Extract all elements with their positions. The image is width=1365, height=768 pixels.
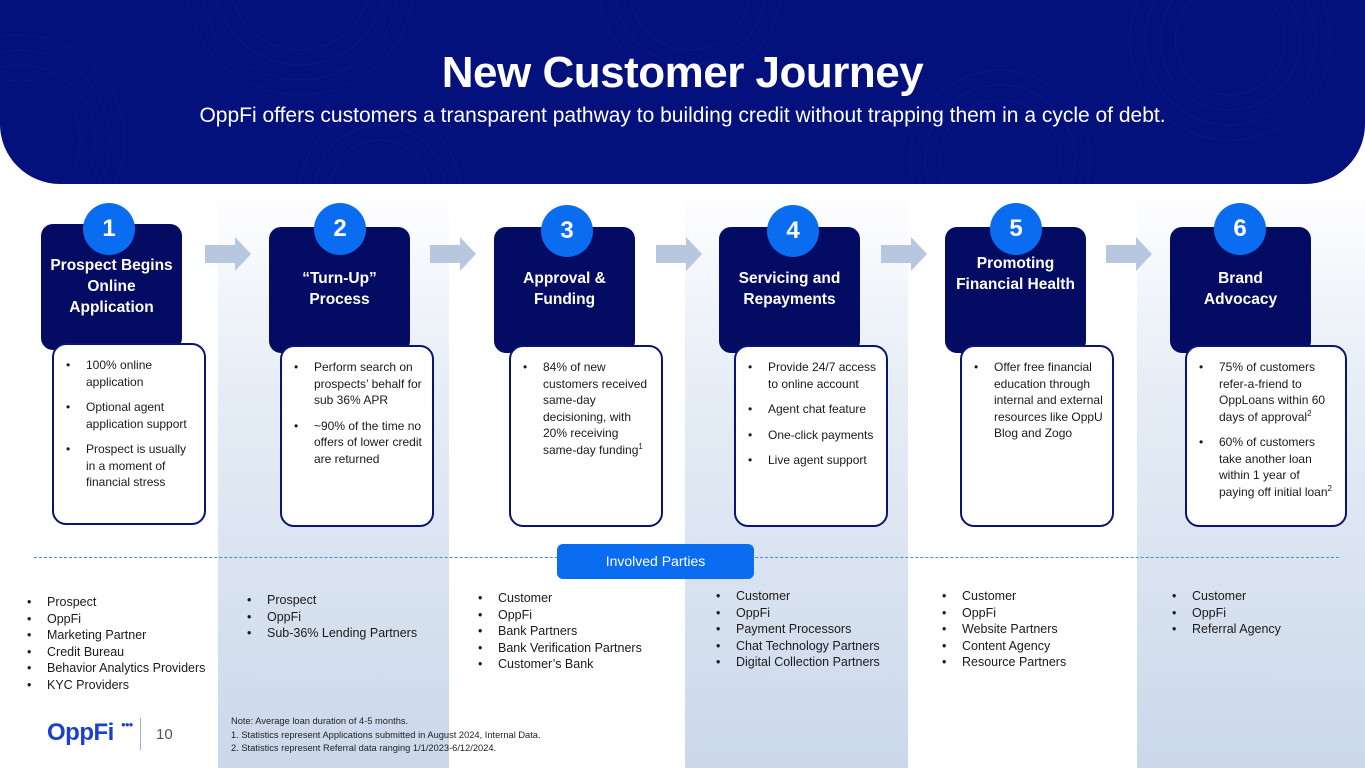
party-item: OppFi: [1172, 605, 1281, 622]
header-pattern: [0, 0, 1331, 184]
footnote-line: 2. Statistics represent Referral data ra…: [231, 743, 497, 754]
party-item: OppFi: [716, 605, 880, 622]
step-detail-3: 84% of new customers received same-day d…: [509, 345, 663, 527]
detail-bullet: Prospect is usually in a moment of finan…: [62, 441, 196, 491]
arrow-right-icon: [205, 237, 251, 271]
party-item: Customer: [478, 590, 642, 607]
party-item: Customer’s Bank: [478, 656, 642, 673]
step-title-line: Funding: [533, 291, 596, 308]
arrow-right-icon: [1106, 237, 1152, 271]
step-number-badge-2: 2: [314, 203, 366, 255]
oppfi-logo: OppFi: [47, 719, 114, 746]
party-item: Marketing Partner: [27, 627, 205, 644]
step-detail-1: 100% online application Optional agent a…: [52, 343, 206, 525]
arrow-right-icon: [656, 237, 702, 271]
arrow-right-icon: [881, 237, 927, 271]
step-title-line: Repayments: [743, 291, 836, 308]
party-item: Prospect: [27, 594, 205, 611]
step-title-line: Financial Health: [956, 276, 1075, 293]
detail-bullet: 100% online application: [62, 357, 196, 390]
detail-bullet: 60% of customers take another loan withi…: [1195, 434, 1337, 500]
detail-bullet: Provide 24/7 access to online account: [744, 359, 878, 392]
step-title-line: Servicing and: [738, 270, 841, 287]
page-subtitle: OppFi offers customers a transparent pat…: [199, 104, 1166, 127]
arrow-right-icon: [430, 237, 476, 271]
logo-dots-icon: ●●●: [121, 720, 133, 729]
step-number-badge-4: 4: [767, 205, 819, 257]
party-item: Resource Partners: [942, 654, 1066, 671]
page-title: New Customer Journey: [441, 48, 924, 97]
detail-bullet: 75% of customers refer-a-friend to OppLo…: [1195, 359, 1337, 425]
party-item: Bank Partners: [478, 623, 642, 640]
party-item: Customer: [942, 588, 1066, 605]
step-title-line: Approval &: [523, 270, 606, 287]
step-title-line: Online: [87, 277, 136, 295]
footnote-mark: 2: [1327, 483, 1332, 493]
step-number-badge-3: 3: [541, 205, 593, 257]
step-number-badge-6: 6: [1214, 203, 1266, 255]
detail-bullet: ~90% of the time no offers of lower cred…: [290, 418, 424, 468]
detail-bullet: One-click payments: [744, 427, 878, 444]
party-item: OppFi: [247, 609, 417, 626]
party-item: OppFi: [942, 605, 1066, 622]
party-item: Chat Technology Partners: [716, 638, 880, 655]
step-title-line: Promoting: [976, 255, 1055, 272]
parties-list-2: Prospect OppFi Sub-36% Lending Partners: [247, 592, 417, 642]
step-title-line: Brand: [1218, 270, 1263, 287]
party-item: Sub-36% Lending Partners: [247, 625, 417, 642]
detail-bullet: Live agent support: [744, 452, 878, 469]
step-title-line: Application: [69, 298, 154, 316]
party-item: Credit Bureau: [27, 644, 205, 661]
party-item: Bank Verification Partners: [478, 640, 642, 657]
page-number: 10: [156, 726, 173, 743]
step-number-badge-1: 1: [83, 203, 135, 255]
footnote-line: 1. Statistics represent Applications sub…: [231, 729, 541, 740]
party-item: Digital Collection Partners: [716, 654, 880, 671]
party-item: Content Agency: [942, 638, 1066, 655]
step-detail-6: 75% of customers refer-a-friend to OppLo…: [1185, 345, 1347, 527]
detail-bullet: Offer free financial education through i…: [970, 359, 1104, 442]
step-title-line: “Turn-Up”: [302, 270, 377, 287]
party-item: KYC Providers: [27, 677, 205, 694]
step-title-line: Prospect Begins: [50, 256, 173, 274]
detail-bullet: Perform search on prospects’ behalf for …: [290, 359, 424, 409]
detail-bullet: 84% of new customers received same-day d…: [519, 359, 653, 458]
party-item: Payment Processors: [716, 621, 880, 638]
step-number-badge-5: 5: [990, 203, 1042, 255]
party-item: OppFi: [27, 611, 205, 628]
header-banner: New Customer Journey OppFi offers custom…: [0, 0, 1365, 184]
step-detail-4: Provide 24/7 access to online account Ag…: [734, 345, 888, 527]
footer-separator: [140, 718, 141, 750]
party-item: Customer: [1172, 588, 1281, 605]
step-title-line: Advocacy: [1203, 291, 1278, 308]
party-item: Customer: [716, 588, 880, 605]
involved-parties-label: Involved Parties: [557, 544, 754, 579]
footnote-line: Note: Average loan duration of 4-5 month…: [231, 716, 409, 726]
footnotes: Note: Average loan duration of 4-5 month…: [231, 715, 541, 756]
party-item: Website Partners: [942, 621, 1066, 638]
step-detail-5: Offer free financial education through i…: [960, 345, 1114, 527]
parties-list-3: Customer OppFi Bank Partners Bank Verifi…: [478, 590, 642, 673]
detail-bullet: Optional agent application support: [62, 399, 196, 432]
parties-list-5: Customer OppFi Website Partners Content …: [942, 588, 1066, 671]
parties-list-6: Customer OppFi Referral Agency: [1172, 588, 1281, 638]
step-card-5: Promoting Financial Health: [945, 227, 1086, 353]
footnote-mark: 1: [638, 441, 643, 451]
party-item: Referral Agency: [1172, 621, 1281, 638]
party-item: Behavior Analytics Providers: [27, 660, 205, 677]
parties-list-1: Prospect OppFi Marketing Partner Credit …: [27, 594, 205, 694]
step-title-line: Process: [309, 291, 370, 308]
step-detail-2: Perform search on prospects’ behalf for …: [280, 345, 434, 527]
party-item: OppFi: [478, 607, 642, 624]
party-item: Prospect: [247, 592, 417, 609]
detail-bullet: Agent chat feature: [744, 401, 878, 418]
footnote-mark: 2: [1307, 408, 1312, 418]
parties-list-4: Customer OppFi Payment Processors Chat T…: [716, 588, 880, 671]
